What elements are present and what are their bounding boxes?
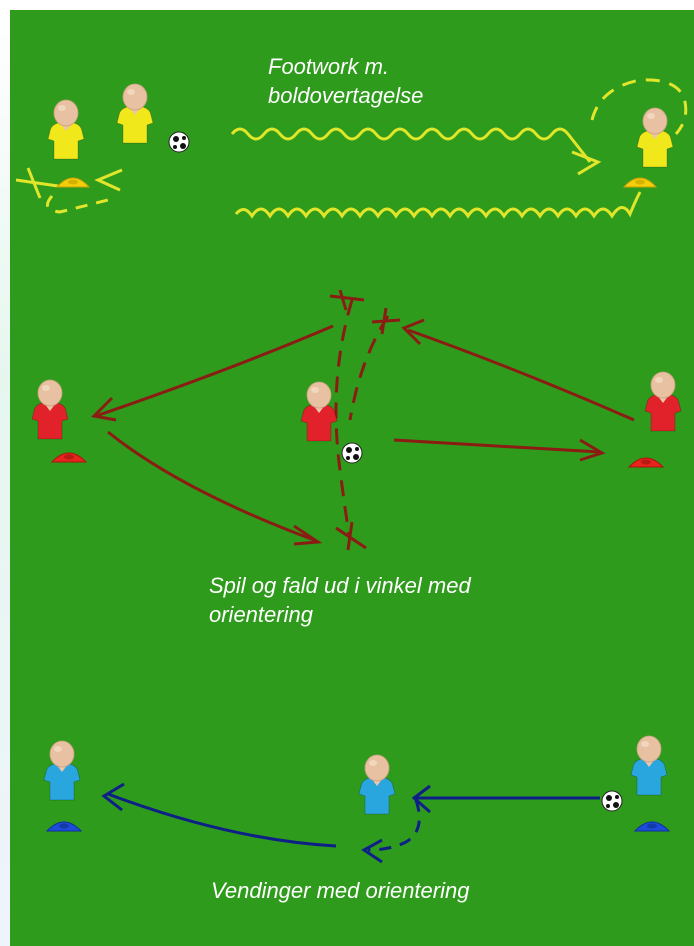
player-icon (116, 83, 154, 144)
dribble-path-upper (230, 127, 592, 163)
pitch (10, 10, 694, 946)
cone-icon (55, 177, 91, 188)
player-icon (47, 99, 85, 160)
run-path-dashed-right (590, 78, 688, 135)
turn-arrowhead (361, 838, 383, 864)
cone-icon (627, 457, 665, 468)
drill-caption-footwork: Footwork m. boldovertagelse (268, 52, 508, 110)
pass-line-to-left-player (107, 792, 337, 848)
dribble-path-arrowhead-left (94, 168, 123, 192)
drill-spil-og-fald (31, 289, 682, 551)
pass-line-from-right-player (407, 328, 635, 422)
player-icon (31, 379, 69, 440)
pass-line-to-left-player (95, 324, 334, 418)
ball-icon (341, 442, 363, 464)
caption-line: Footwork m. (268, 54, 390, 79)
player-icon (644, 371, 682, 432)
cone-icon (633, 821, 671, 832)
cone-icon (622, 177, 658, 188)
pass-arrowhead-bottom (293, 524, 323, 546)
player-icon (636, 107, 674, 168)
drill-vendinger (43, 735, 671, 864)
pass-line-to-right-player (393, 438, 601, 454)
dribble-path-arrowhead-right (571, 150, 602, 176)
run-path-dashed-turn (367, 799, 421, 852)
caption-line: Vendinger med orientering (211, 878, 470, 903)
cone-icon (50, 452, 88, 463)
player-icon (630, 735, 668, 796)
cross-mark-top (329, 289, 401, 335)
page-edge (0, 0, 10, 946)
pass-arrowhead-left (90, 396, 117, 422)
drill-caption-vendinger: Vendinger med orientering (211, 876, 591, 905)
pass-arrowhead-center (411, 784, 431, 814)
ball-icon (168, 131, 190, 153)
player-icon (43, 740, 81, 801)
run-path-dashed-left (46, 195, 109, 214)
run-path-dashed-center (334, 299, 354, 541)
player-icon (358, 754, 396, 815)
drill-footwork (15, 78, 688, 219)
caption-line: Spil og fald ud i vinkel med (209, 573, 471, 598)
drill-caption-spil: Spil og fald ud i vinkel med orientering (209, 571, 569, 629)
caption-line: orientering (209, 602, 313, 627)
pass-arrowhead-left (101, 782, 125, 812)
caption-line: boldovertagelse (268, 83, 424, 108)
ball-icon (601, 790, 623, 812)
pass-line-to-bottom (107, 430, 315, 542)
player-icon (300, 381, 338, 442)
cross-mark-bottom (335, 521, 367, 551)
cone-icon (45, 821, 83, 832)
pass-arrowhead-top (401, 318, 425, 346)
cross-mark-yellow (15, 167, 59, 199)
pass-arrowhead-right (579, 438, 606, 462)
dribble-path-lower (234, 191, 642, 219)
